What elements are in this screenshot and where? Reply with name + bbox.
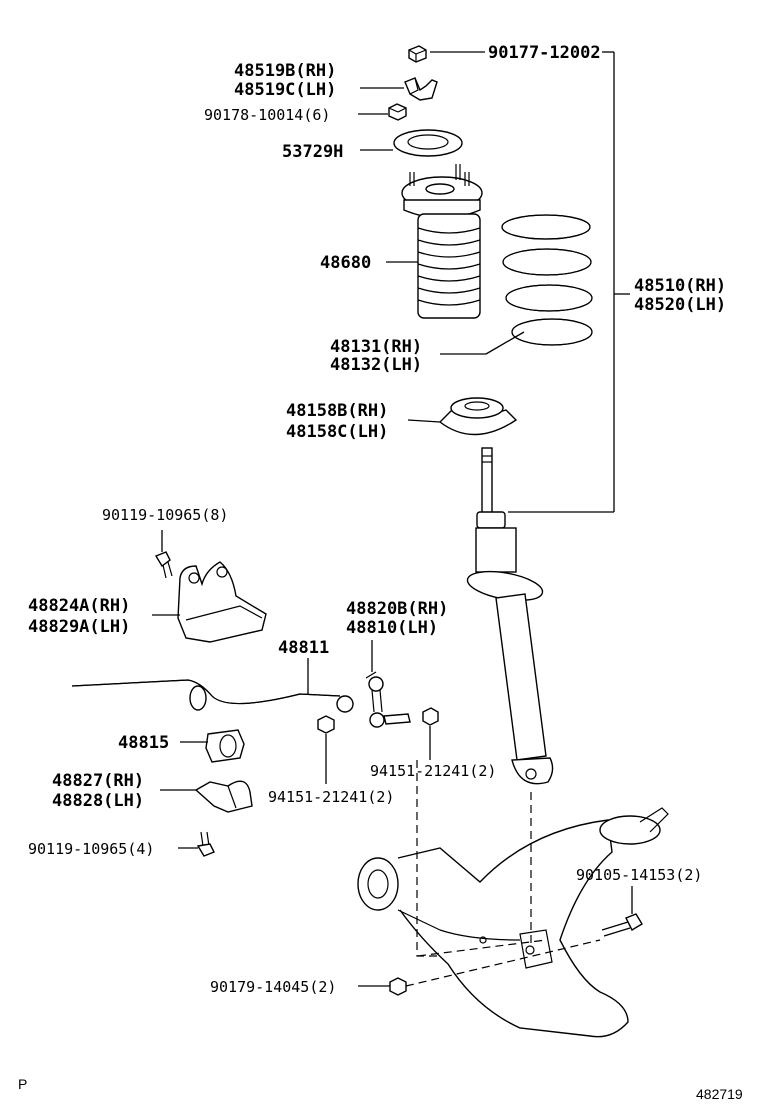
nut-90177-part xyxy=(408,45,427,63)
bracket-48519-part xyxy=(404,77,438,101)
shock-absorber-48510-part xyxy=(466,447,554,785)
label-94151-left: 94151-21241(2) xyxy=(268,788,394,806)
nut-90178-part xyxy=(388,103,407,121)
nut-94151-right-part xyxy=(422,707,439,726)
label-90119-lower: 90119-10965(4) xyxy=(28,840,154,858)
label-48824a: 48824A(RH) xyxy=(28,596,130,616)
label-48680: 48680 xyxy=(320,253,371,273)
label-48510: 48510(RH) xyxy=(634,276,726,296)
label-48820b: 48820B(RH) xyxy=(346,599,448,619)
mount-bellows-48680-part xyxy=(401,164,483,319)
coil-spring-48131-part xyxy=(501,214,593,346)
lower-control-arm-part xyxy=(357,807,669,1038)
stabilizer-bar-48811-part xyxy=(71,679,354,713)
label-48810: 48810(LH) xyxy=(346,618,438,638)
leader-lines xyxy=(152,51,633,987)
label-48827: 48827(RH) xyxy=(52,771,144,791)
label-48519c: 48519C(LH) xyxy=(234,80,336,100)
bolt-90105-part xyxy=(601,913,643,937)
label-48815: 48815 xyxy=(118,733,169,753)
footer-diagram-number: 482719 xyxy=(696,1086,743,1102)
label-48828: 48828(LH) xyxy=(52,791,144,811)
bushing-48815-part xyxy=(205,729,245,763)
nut-94151-left-part xyxy=(317,715,335,734)
label-48520: 48520(LH) xyxy=(634,295,726,315)
stabilizer-link-48820-part xyxy=(365,671,411,728)
label-48811: 48811 xyxy=(278,638,329,658)
nut-90179-part xyxy=(389,977,407,996)
label-90178: 90178-10014(6) xyxy=(204,106,330,124)
plate-53729-part xyxy=(393,129,463,157)
label-48829a: 48829A(LH) xyxy=(28,617,130,637)
label-48131: 48131(RH) xyxy=(330,337,422,357)
label-48519b: 48519B(RH) xyxy=(234,61,336,81)
bolt-90119-lower-part xyxy=(196,831,215,857)
label-90177: 90177-12002 xyxy=(488,43,601,63)
footer-left-mark: P xyxy=(18,1076,28,1092)
label-90179: 90179-14045(2) xyxy=(210,978,336,996)
label-53729: 53729H xyxy=(282,142,343,162)
bolt-90119-upper-part xyxy=(154,551,173,579)
spring-seat-48158-part xyxy=(438,397,518,436)
stabilizer-bracket-48824-part xyxy=(177,561,267,643)
label-48132: 48132(LH) xyxy=(330,355,422,375)
bushing-bracket-48827-part xyxy=(194,780,253,813)
label-48158b: 48158B(RH) xyxy=(286,401,388,421)
assembly-dashed-lines xyxy=(405,760,601,987)
label-48158c: 48158C(LH) xyxy=(286,422,388,442)
label-94151-right: 94151-21241(2) xyxy=(370,762,496,780)
label-90105: 90105-14153(2) xyxy=(576,866,702,884)
label-90119-upper: 90119-10965(8) xyxy=(102,506,228,524)
